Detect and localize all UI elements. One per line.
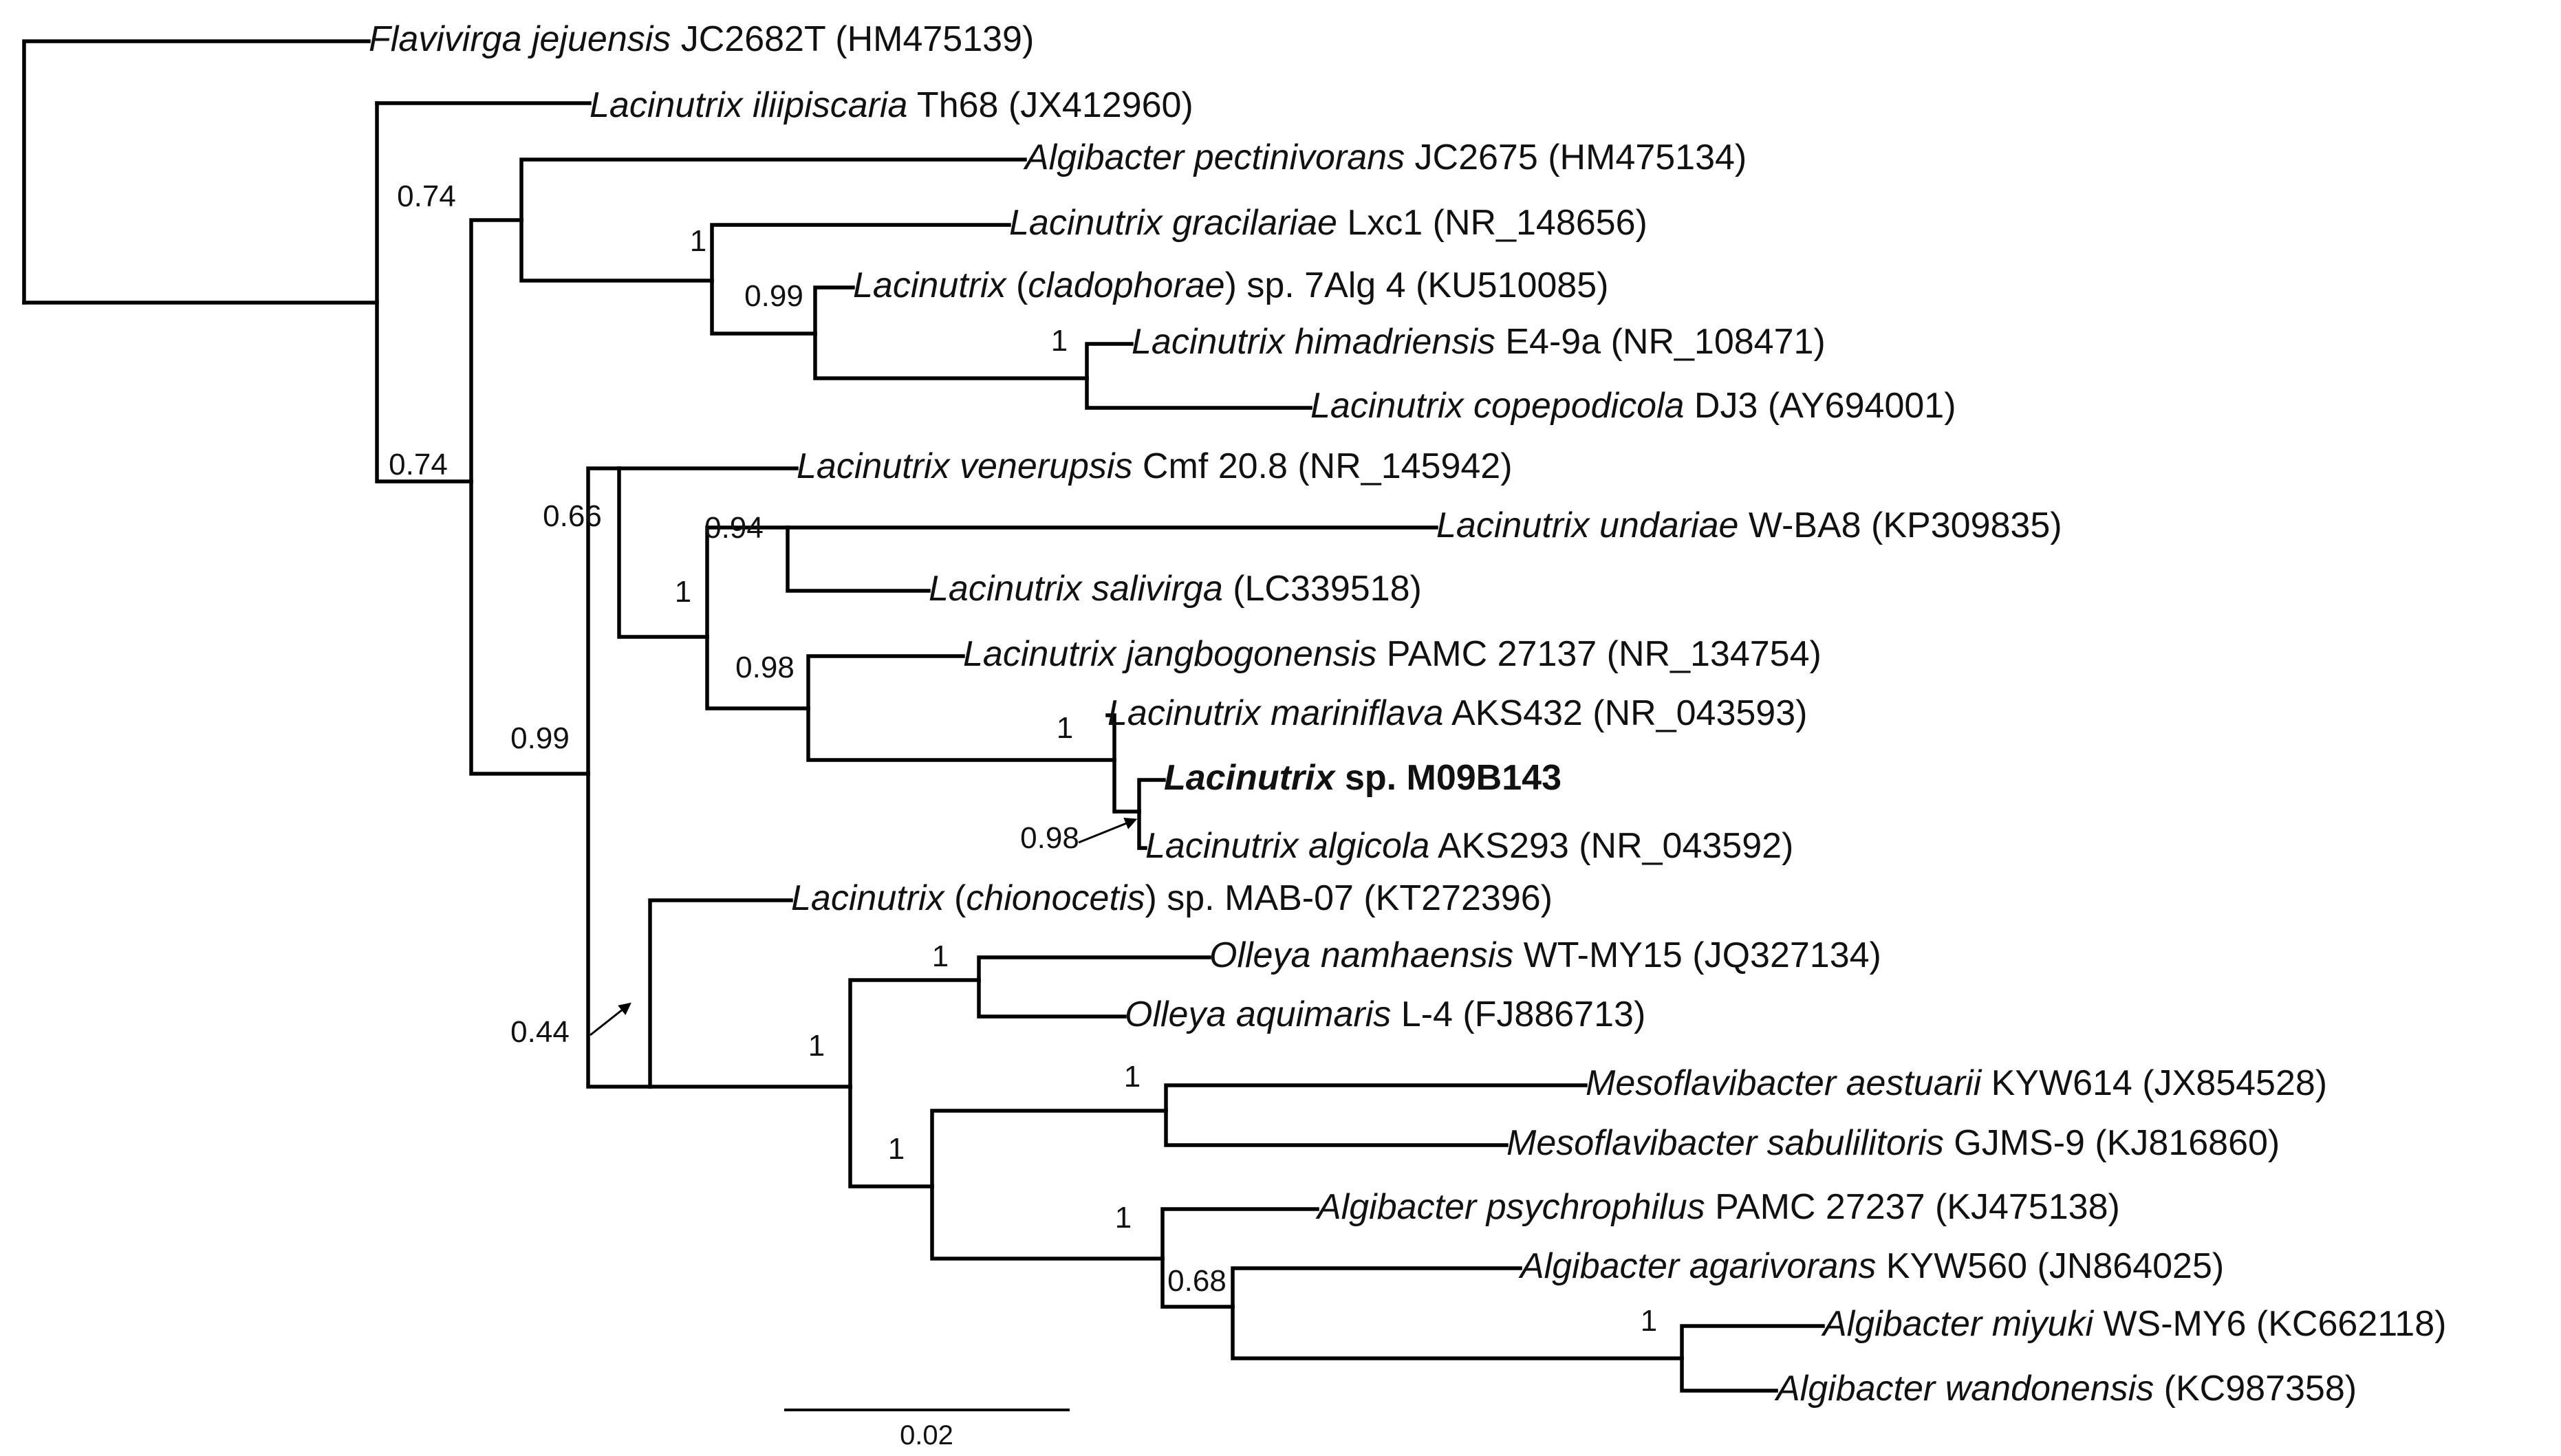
taxon-label-t22: Algibacter miyuki WS-MY6 (KC662118) — [1821, 1304, 2446, 1344]
arrow-to-node-0.98 — [1078, 818, 1138, 844]
support-value-15: 1 — [808, 1029, 825, 1063]
branch-5 — [469, 218, 523, 483]
branch-26 — [1112, 758, 1141, 814]
support-values: 0.74 1 0.99 1 0.74 0.66 0.94 1 0.98 1 0.98 0.99 0.44… — [389, 180, 1657, 1338]
branch-15 — [586, 772, 652, 1089]
branch-25 — [1105, 713, 1116, 762]
support-value-13: 0.44 — [510, 1015, 570, 1049]
taxon-label-t16: Olleya namhaensis WT-MY15 (JQ327134) — [1209, 935, 1881, 975]
branch-38 — [930, 1184, 1165, 1261]
taxon-label-t11: Lacinutrix jangbogonensis PAMC 27137 (NR… — [963, 634, 1822, 674]
branch-10 — [710, 279, 817, 336]
branch-23 — [806, 654, 965, 710]
branch-33 — [977, 978, 1127, 1019]
support-value-9: 0.98 — [735, 651, 795, 684]
branch-27 — [1137, 778, 1166, 814]
taxon-label-t15: Lacinutrix (chionocetis) sp. MAB-07 (KT2… — [791, 878, 1553, 918]
taxon-label-t23: Algibacter wandonensis (KC987358) — [1774, 1369, 2357, 1409]
branch-16 — [586, 466, 621, 776]
branch-37 — [1164, 1109, 1509, 1147]
support-value-6: 0.66 — [543, 499, 602, 533]
taxon-label-t5: Lacinutrix (cladophorae) sp. 7Alg 4 (KU5… — [853, 265, 1608, 305]
support-value-10: 1 — [1057, 711, 1073, 745]
branch-40 — [1160, 1257, 1235, 1309]
taxon-label-t14: Lacinutrix algicola AKS293 (NR_043592) — [1145, 826, 1793, 866]
callout-arrows — [590, 818, 1138, 1036]
branch-31 — [848, 978, 981, 1089]
taxon-labels: Flavivirga jejuensis JC2682T (HM475139) L… — [369, 19, 2446, 1409]
branch-24 — [806, 706, 1116, 762]
support-value-19: 0.68 — [1167, 1264, 1227, 1298]
support-value-17: 1 — [1124, 1060, 1141, 1094]
support-value-16: 1 — [888, 1132, 905, 1166]
taxon-label-t10: Lacinutrix salivirga (LC339518) — [929, 569, 1422, 609]
taxon-label-t17: Olleya aquimaris L-4 (FJ886713) — [1125, 995, 1645, 1034]
taxon-label-t6: Lacinutrix himadriensis E4-9a (NR_108471… — [1132, 322, 1826, 362]
support-value-8: 1 — [675, 575, 691, 609]
branch-34 — [848, 1085, 934, 1188]
branch-11 — [813, 285, 855, 336]
support-value-11: 0.98 — [1020, 821, 1079, 855]
taxon-label-t7: Lacinutrix copepodicola DJ3 (AY694001) — [1310, 386, 1956, 426]
support-value-2: 1 — [690, 224, 706, 258]
branch-12 — [813, 332, 1089, 380]
support-value-20: 1 — [1641, 1304, 1657, 1338]
arrow-to-node-0.44 — [590, 1002, 631, 1036]
taxon-label-t8: Lacinutrix venerupsis Cmf 20.8 (NR_14594… — [797, 446, 1513, 486]
support-value-14: 1 — [932, 939, 949, 973]
tree-branches — [22, 39, 1825, 1393]
taxon-label-t20: Algibacter psychrophilus PAMC 27237 (KJ4… — [1315, 1187, 2120, 1227]
support-value-1: 0.74 — [397, 180, 456, 213]
taxon-label-t4: Lacinutrix gracilariae Lxc1 (NR_148656) — [1009, 203, 1647, 243]
support-value-3: 0.99 — [744, 279, 803, 313]
branch-28 — [1137, 810, 1147, 850]
branch-6 — [469, 479, 590, 776]
branch-19 — [705, 525, 790, 639]
branch-36 — [1164, 1083, 1588, 1113]
scale-bar-label: 0.02 — [900, 1420, 953, 1450]
branch-1 — [22, 39, 371, 305]
branch-9 — [710, 223, 1011, 283]
branch-13 — [1085, 342, 1134, 380]
taxon-label-t12: Lacinutrix mariniflava AKS432 (NR_043593… — [1107, 693, 1807, 733]
branch-42 — [1231, 1305, 1684, 1360]
taxon-label-t21: Algibacter agarivorans KYW560 (JN864025) — [1518, 1246, 2224, 1286]
branch-41 — [1231, 1266, 1522, 1309]
branch-29 — [648, 898, 793, 1089]
branch-35 — [930, 1109, 1168, 1188]
branch-21 — [786, 525, 931, 593]
support-value-5: 0.74 — [389, 448, 448, 481]
branch-18 — [617, 466, 709, 639]
branch-32 — [977, 955, 1211, 982]
support-value-18: 1 — [1115, 1201, 1132, 1235]
taxon-label-t9: Lacinutrix undariae W-BA8 (KP309835) — [1436, 506, 2062, 545]
branch-39 — [1160, 1207, 1319, 1261]
taxon-label-t3: Algibacter pectinivorans JC2675 (HM47513… — [1023, 138, 1747, 177]
branch-22 — [705, 635, 810, 710]
branch-44 — [1680, 1356, 1778, 1393]
support-value-12: 0.99 — [510, 721, 570, 755]
taxon-label-t1: Flavivirga jejuensis JC2682T (HM475139) — [369, 19, 1034, 59]
branch-14 — [1085, 376, 1312, 410]
taxon-label-t18: Mesoflavibacter aestuarii KYW614 (JX8545… — [1586, 1063, 2327, 1103]
branch-43 — [1680, 1324, 1825, 1360]
taxon-label-t13: Lacinutrix sp. M09B143 — [1164, 758, 1562, 798]
support-value-7: 0.94 — [704, 511, 764, 545]
scale-bar: 0.02 — [784, 1409, 1070, 1450]
branch-8 — [519, 218, 714, 283]
branch-3 — [375, 101, 473, 483]
taxon-label-t2: Lacinutrix iliipiscaria Th68 (JX412960) — [590, 85, 1193, 125]
taxon-label-t19: Mesoflavibacter sabulilitoris GJMS-9 (KJ… — [1506, 1123, 2280, 1163]
branch-7 — [519, 157, 1027, 222]
support-value-4: 1 — [1051, 324, 1068, 358]
